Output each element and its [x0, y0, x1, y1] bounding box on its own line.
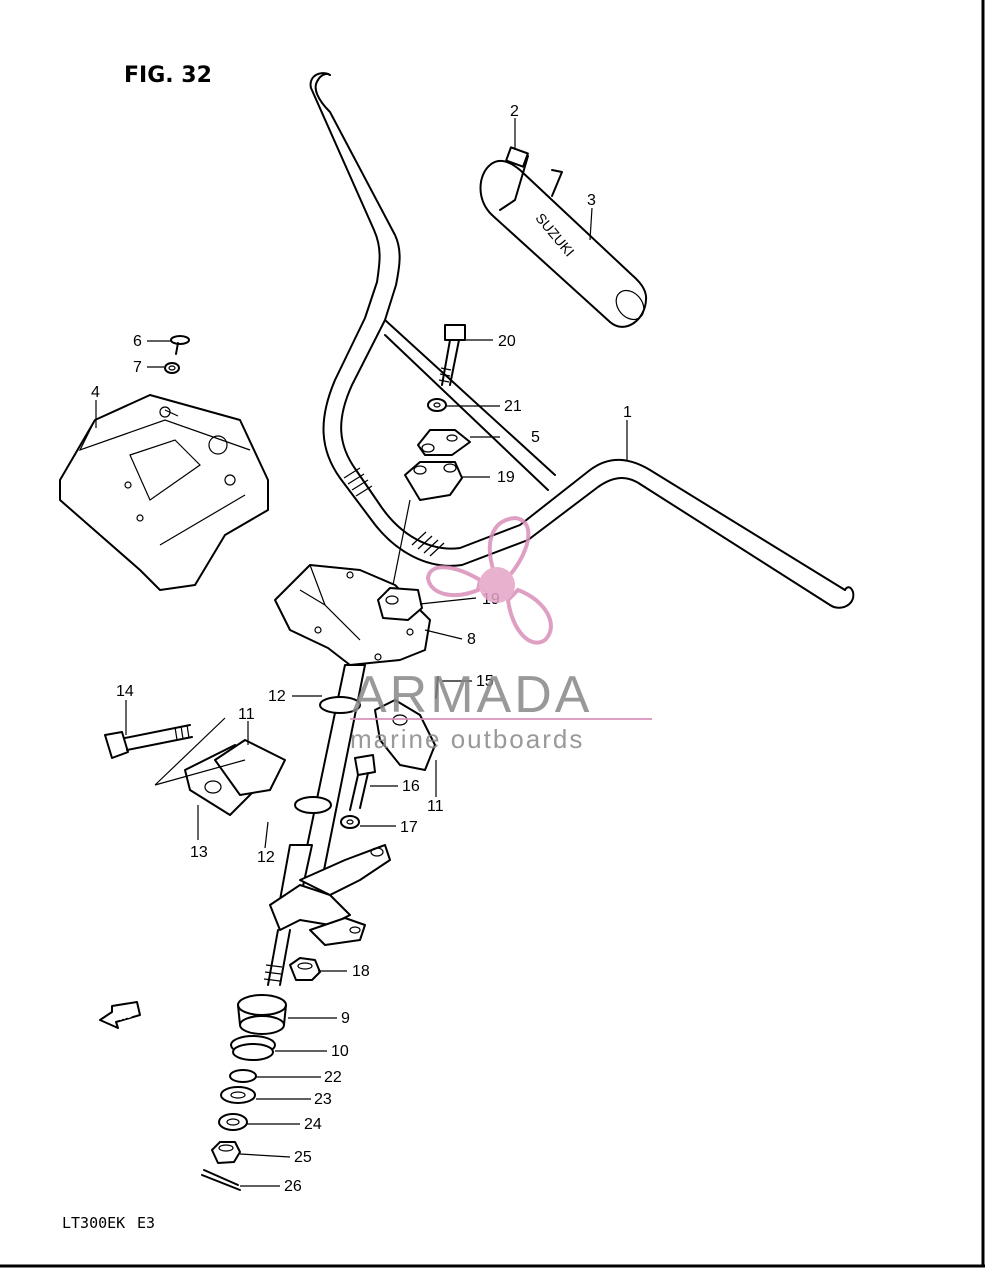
callout-21: 21	[504, 398, 522, 415]
callout-6: 6	[133, 333, 142, 350]
handlebar-holder-lower-part	[404, 461, 463, 501]
callout-19-upper: 19	[497, 469, 515, 486]
callout-18: 18	[352, 963, 370, 980]
steering-stem-bracket-part	[274, 564, 431, 666]
callout-4: 4	[91, 384, 100, 401]
bolt-part	[349, 754, 376, 811]
handlebar-holder-upper-part	[417, 429, 471, 456]
handlebar-part	[309, 72, 855, 609]
callout-22: 22	[324, 1069, 342, 1086]
callout-1: 1	[623, 404, 632, 421]
leader-lines	[95, 118, 628, 1187]
bolt-part	[438, 324, 466, 386]
callout-20: 20	[498, 333, 516, 350]
cotter-pin-part	[201, 1169, 241, 1191]
washer-part	[164, 362, 180, 374]
callout-5: 5	[531, 429, 540, 446]
callout-12-upper: 12	[268, 688, 286, 705]
callout-9: 9	[341, 1010, 350, 1027]
propeller-logo-icon	[425, 515, 553, 645]
callout-10: 10	[331, 1043, 349, 1060]
watermark-tagline: marine outboards	[350, 724, 584, 754]
callout-25: 25	[294, 1149, 312, 1166]
callout-14: 14	[116, 683, 134, 700]
callout-3: 3	[587, 192, 596, 209]
forward-arrow-icon: FWD	[99, 1001, 141, 1029]
region-code: E3	[137, 1214, 155, 1232]
callout-13: 13	[190, 844, 208, 861]
callout-16: 16	[402, 778, 420, 795]
callout-8: 8	[467, 631, 476, 648]
washer-part	[340, 815, 360, 829]
callout-11-lower: 11	[427, 798, 444, 815]
washer-part	[218, 1069, 257, 1131]
washer-part	[427, 398, 447, 412]
nut-part	[289, 957, 321, 981]
pin-part	[435, 676, 439, 699]
callout-7: 7	[133, 359, 142, 376]
callout-26: 26	[284, 1178, 302, 1195]
handlebar-pad-part: SUZUKI	[479, 146, 648, 328]
seal-part	[237, 994, 287, 1035]
callout-11-upper: 11	[238, 706, 255, 723]
callout-12-lower: 12	[257, 849, 275, 866]
steering-shaft-part	[263, 664, 391, 986]
callout-24: 24	[304, 1116, 322, 1133]
handlebar-cover-part	[59, 394, 269, 591]
callouts: 1 2 3 4 5 6 7 8 9 10 11 11 12 12 13 14 1…	[91, 103, 632, 1195]
watermark: ARMADA marine outboards	[350, 515, 652, 754]
watermark-brand: ARMADA	[352, 666, 592, 724]
bearing-part	[230, 1035, 276, 1061]
callout-2: 2	[510, 103, 519, 120]
bolt-part	[104, 724, 193, 759]
figure-title: FIG. 32	[124, 63, 212, 88]
nut-part	[211, 1141, 241, 1164]
model-code: LT300EK	[62, 1214, 125, 1232]
clamp-half-part	[214, 699, 436, 796]
callout-15: 15	[476, 673, 494, 690]
screw-part	[170, 335, 190, 355]
callout-17: 17	[400, 819, 418, 836]
callout-23: 23	[314, 1091, 332, 1108]
